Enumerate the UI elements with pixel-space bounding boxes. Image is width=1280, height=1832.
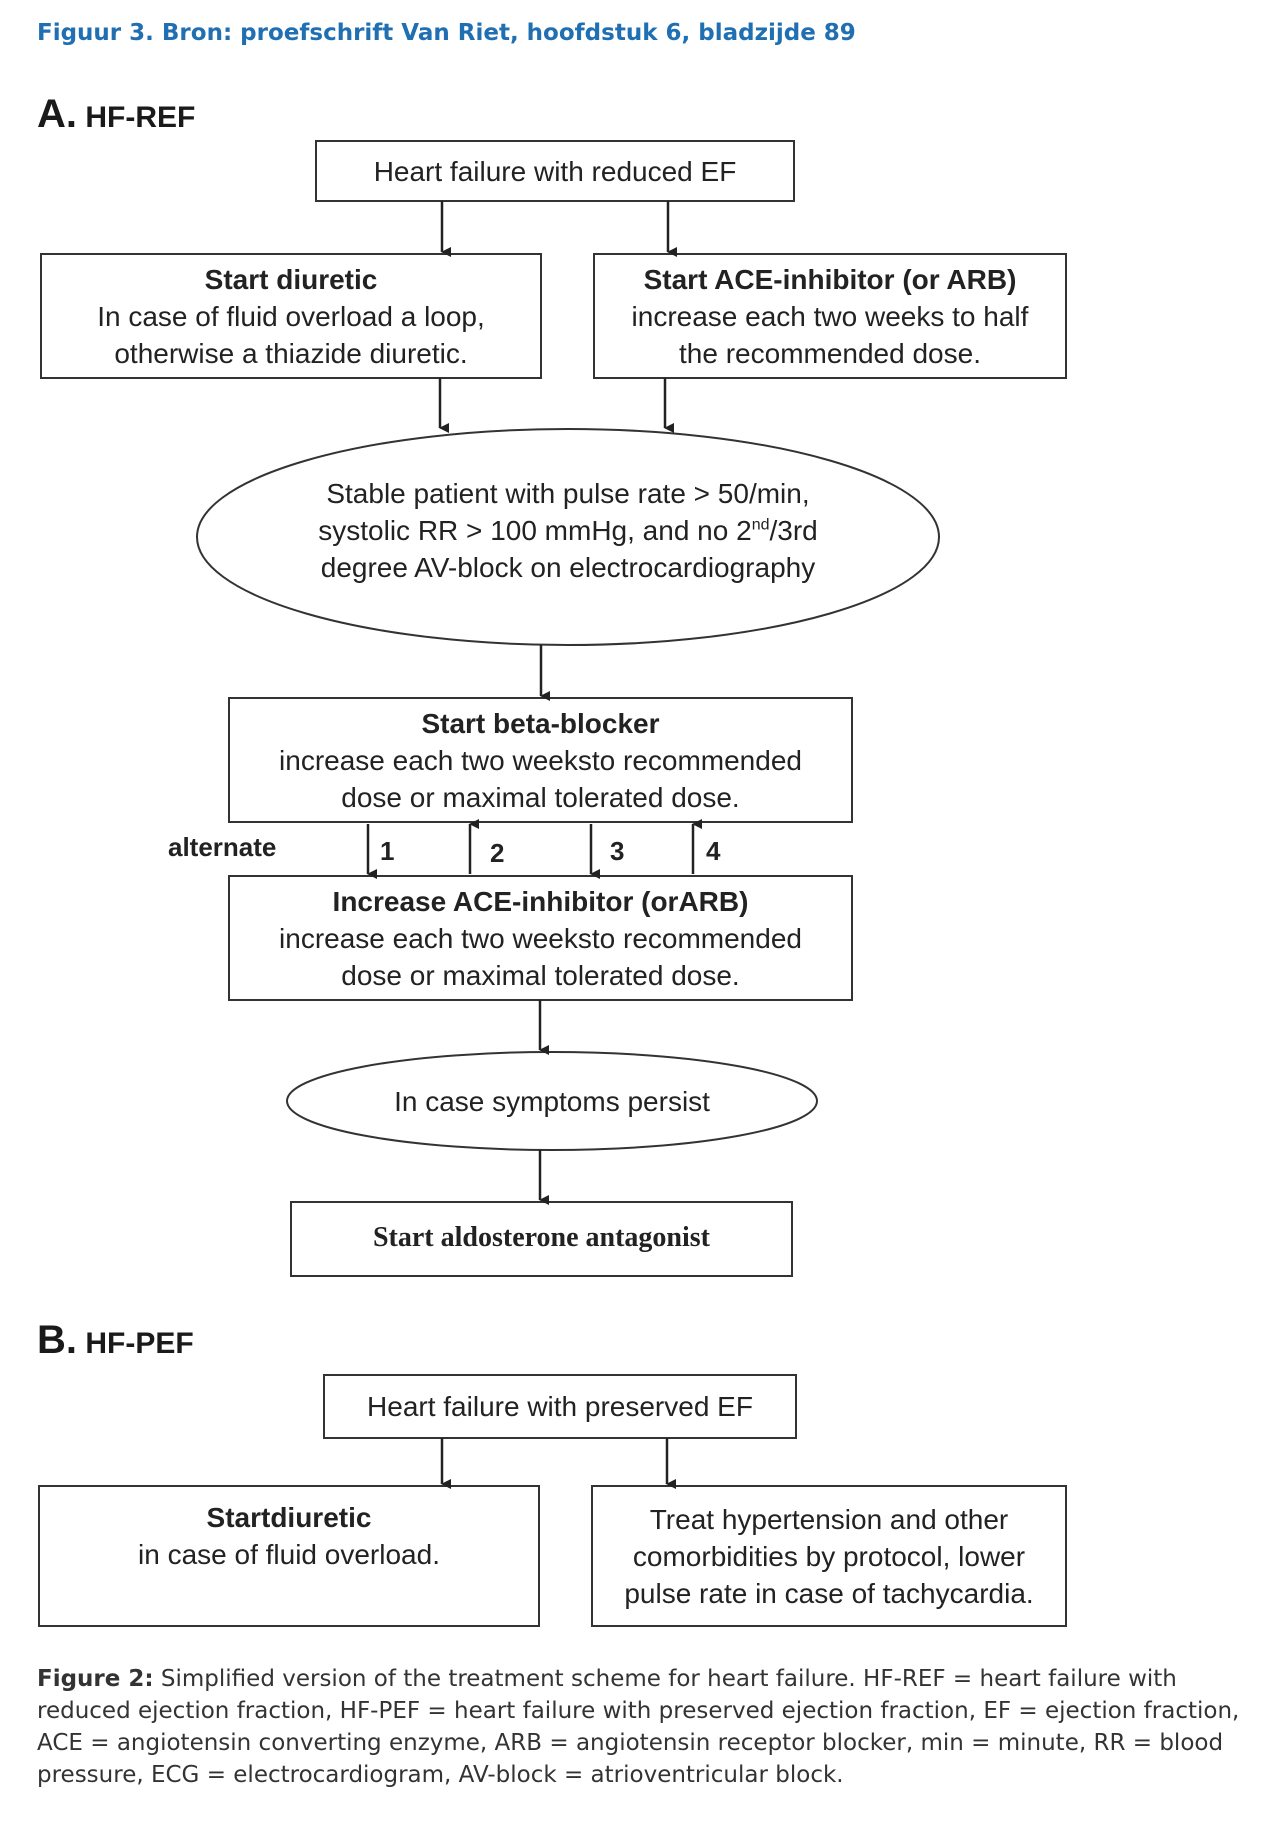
node-a-diuretic-line-2: otherwise a thiazide diuretic. — [114, 337, 468, 369]
section-b-label: HF-PEF — [85, 1327, 194, 1360]
node-a-increase-title: Increase ACE-inhibitor (orARB) — [332, 885, 749, 917]
node-a-increase-line-1: increase each two weeksto recommended — [279, 922, 802, 954]
node-a-stable-line-2b: /3rd — [769, 514, 818, 546]
node-a-ace-line-1: increase each two weeks to half — [631, 300, 1029, 332]
node-b-treat-line-1: Treat hypertension and other — [649, 1503, 1009, 1535]
node-a-stable: Stable patient with pulse rate > 50/min,… — [230, 470, 906, 590]
node-a-stable-line-3: degree AV-block on electrocardiography — [320, 551, 816, 583]
node-a-stable-line-2: systolic RR > 100 mmHg, and no 2nd/3rd — [318, 512, 817, 549]
node-b-start-label: Heart failure with preserved EF — [367, 1391, 753, 1422]
node-a-stable-ellipse — [196, 428, 940, 646]
node-a-beta-title: Start beta-blocker — [421, 707, 660, 739]
node-b-treat-box — [591, 1485, 1067, 1627]
node-a-increase-line-2: dose or maximal tolerated dose. — [341, 959, 740, 991]
node-b-diuretic-box — [38, 1485, 540, 1627]
node-a-aldo-label: Start aldosterone antagonist — [372, 1221, 711, 1253]
step-label-2: 2 — [490, 838, 505, 868]
node-b-start-box — [323, 1374, 797, 1439]
section-a-label: HF-REF — [85, 101, 196, 134]
caption-text: Simplified version of the treatment sche… — [37, 1666, 1240, 1788]
node-a-start-box — [315, 140, 795, 202]
node-a-diuretic-line-1: In case of fluid overload a loop, — [97, 300, 485, 332]
step-label-1: 1 — [380, 836, 395, 866]
node-a-stable-line-2a: systolic RR > 100 mmHg, and no 2 — [318, 514, 752, 546]
node-a-ace: Start ACE-inhibitor (or ARB) increase ea… — [594, 254, 1066, 378]
alternate-label: alternate — [168, 832, 277, 862]
node-b-treat-line-2: comorbidities by protocol, lower — [632, 1540, 1026, 1572]
figure-caption: Figure 2: Simplified version of the trea… — [37, 1663, 1252, 1791]
node-a-stable-sup: nd — [751, 516, 770, 534]
node-a-stable-line-1: Stable patient with pulse rate > 50/min, — [326, 477, 810, 509]
node-a-aldo: Start aldosterone antagonist — [291, 1202, 792, 1272]
node-a-diuretic-title: Start diuretic — [204, 263, 378, 295]
node-a-diuretic-box — [40, 253, 542, 379]
node-b-diuretic-line-1: in case of fluid overload. — [138, 1539, 440, 1570]
section-b-letter: B. — [37, 1318, 77, 1362]
node-b-start: Heart failure with preserved EF — [324, 1375, 796, 1438]
node-a-persist: In case symptoms persist — [287, 1052, 817, 1150]
node-a-diuretic: Start diuretic In case of fluid overload… — [41, 254, 541, 378]
section-a-letter: A. — [37, 92, 77, 136]
node-a-ace-box — [593, 253, 1067, 379]
node-b-treat-line-3: pulse rate in case of tachycardia. — [624, 1577, 1034, 1609]
figure-header-title: Figuur 3. Bron: proefschrift Van Riet, h… — [37, 20, 856, 46]
node-a-persist-label: In case symptoms persist — [394, 1085, 710, 1117]
node-a-persist-ellipse — [286, 1051, 818, 1151]
node-a-beta: Start beta-blocker increase each two wee… — [229, 698, 852, 822]
node-a-ace-line-2: the recommended dose. — [679, 337, 981, 369]
caption-bold-label: Figure 2: — [37, 1666, 154, 1692]
node-a-beta-line-1: increase each two weeksto recommended — [279, 744, 802, 776]
node-a-start: Heart failure with reduced EF — [316, 141, 794, 201]
node-b-diuretic-title: Startdiuretic — [206, 1502, 372, 1533]
section-a-heading: A. HF-REF — [37, 92, 195, 137]
node-a-increase: Increase ACE-inhibitor (orARB) increase … — [229, 876, 852, 1000]
step-label-4: 4 — [706, 836, 721, 866]
node-a-beta-line-2: dose or maximal tolerated dose. — [341, 781, 740, 813]
node-b-treat: Treat hypertension and other comorbiditi… — [592, 1486, 1066, 1626]
node-b-diuretic: Startdiuretic in case of fluid overload. — [39, 1486, 539, 1586]
node-a-start-label: Heart failure with reduced EF — [373, 155, 737, 187]
section-b-heading: B. HF-PEF — [37, 1318, 194, 1363]
step-label-3: 3 — [610, 836, 625, 866]
node-a-ace-title: Start ACE-inhibitor (or ARB) — [643, 263, 1017, 295]
